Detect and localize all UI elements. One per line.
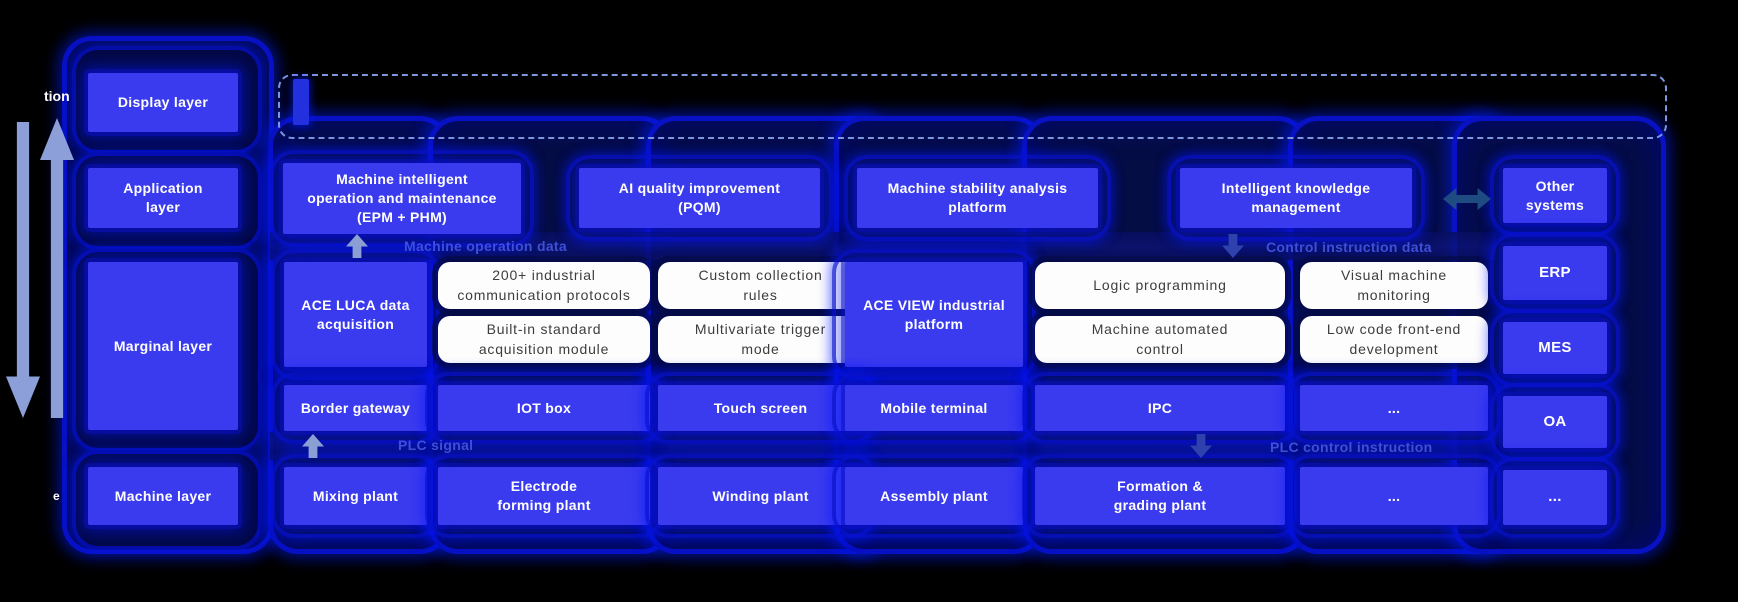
device-box-border-gateway: Border gateway (271, 372, 440, 444)
plant-box-electrode-forming: Electrode forming plant (425, 454, 663, 538)
flow-label-control-instruction-data: Control instruction data (1266, 239, 1432, 255)
downward-flow-arrow-icon (6, 122, 40, 418)
feature-box-visual-monitoring: Visual machine monitoring (1300, 262, 1488, 309)
feature-box-multivariate-trigger: Multivariate trigger mode (658, 316, 863, 363)
device-label: Mobile terminal (880, 399, 988, 416)
external-label: OA (1543, 412, 1567, 430)
feature-box-builtin-module: Built-in standard acquisition module (438, 316, 650, 363)
device-label: Border gateway (300, 399, 411, 416)
plant-box-assembly: Assembly plant (832, 454, 1036, 538)
plant-label: Assembly plant (880, 487, 988, 504)
app-box-machine-intelligent-om: Machine intelligent operation and mainte… (270, 150, 534, 247)
external-systems-title: Other systems (1525, 177, 1585, 213)
plant-label: Winding plant (712, 487, 809, 504)
external-box-ellipsis: ... (1490, 457, 1620, 538)
clipped-text-bottom: e (53, 489, 60, 503)
device-box-iot-box: IOT box (425, 372, 663, 444)
layer-label: Display layer (117, 94, 209, 111)
marginal-box-ace-luca: ACE LUCA data acquisition (271, 249, 440, 380)
layer-label: Machine layer (114, 487, 212, 504)
feature-label: 200+ industrial communication protocols (457, 266, 631, 303)
external-systems-title-box: Other systems (1490, 155, 1620, 236)
device-box-touch-screen: Touch screen (645, 372, 876, 444)
feature-label: Logic programming (1093, 276, 1227, 293)
flow-label-plc-control-instruction: PLC control instruction (1270, 439, 1433, 455)
data-flow-band-upper (270, 232, 1496, 260)
external-label: MES (1538, 338, 1572, 356)
app-box-ai-quality-improvement: AI quality improvement (PQM) (566, 155, 833, 241)
feature-box-protocols: 200+ industrial communication protocols (438, 262, 650, 309)
plant-box-ellipsis: ... (1287, 454, 1501, 538)
feature-box-logic-programming: Logic programming (1035, 262, 1285, 309)
app-box-label: AI quality improvement (PQM) (618, 180, 781, 215)
layer-label: Application layer (123, 180, 203, 215)
marginal-box-label: ACE LUCA data acquisition (301, 296, 410, 332)
feature-label: Machine automated control (1091, 320, 1229, 357)
feature-label: Visual machine monitoring (1341, 266, 1447, 303)
external-label: ... (1548, 488, 1562, 506)
plant-label: Electrode forming plant (497, 478, 591, 513)
app-box-label: Intelligent knowledge management (1221, 180, 1371, 215)
external-box-oa: OA (1490, 383, 1620, 461)
flow-label-plc-signal: PLC signal (398, 437, 474, 453)
external-label: ERP (1539, 263, 1571, 281)
device-label: Touch screen (713, 399, 808, 416)
device-box-ellipsis: ... (1287, 372, 1501, 444)
layer-box-application: Application layer (88, 168, 238, 228)
feature-label: Custom collection rules (698, 266, 823, 303)
display-connector-nub (293, 79, 309, 125)
double-arrow-icon (1443, 188, 1491, 210)
external-box-mes: MES (1490, 309, 1620, 387)
data-flow-band-lower (270, 432, 1496, 460)
feature-box-custom-rules: Custom collection rules (658, 262, 863, 309)
device-label: IOT box (516, 399, 572, 416)
layer-box-marginal: Marginal layer (88, 262, 238, 430)
device-label: IPC (1147, 399, 1173, 416)
feature-label: Built-in standard acquisition module (478, 320, 610, 357)
marginal-box-ace-view: ACE VIEW industrial platform (832, 249, 1036, 380)
plant-box-formation-grading: Formation & grading plant (1022, 454, 1298, 538)
clipped-text-top: tion (44, 88, 70, 104)
device-box-mobile-terminal: Mobile terminal (832, 372, 1036, 444)
app-box-intelligent-knowledge-mgmt: Intelligent knowledge management (1167, 155, 1425, 241)
plant-box-winding: Winding plant (645, 454, 876, 538)
plant-label: Formation & grading plant (1113, 478, 1207, 513)
external-box-erp: ERP (1490, 233, 1620, 313)
device-label: ... (1387, 399, 1401, 416)
feature-box-machine-automated-control: Machine automated control (1035, 316, 1285, 363)
display-layer-dashed-region (278, 74, 1667, 139)
feature-box-low-code: Low code front-end development (1300, 316, 1488, 363)
feature-label: Low code front-end development (1326, 320, 1462, 357)
marginal-box-label: ACE VIEW industrial platform (863, 296, 1005, 332)
layer-label: Marginal layer (113, 337, 213, 354)
feature-label: Multivariate trigger mode (694, 320, 827, 357)
layer-box-display: Display layer (88, 73, 238, 132)
app-box-label: Machine stability analysis platform (887, 180, 1068, 215)
flow-label-machine-operation-data: Machine operation data (404, 238, 567, 254)
plant-label: Mixing plant (312, 487, 399, 504)
plant-label: ... (1387, 487, 1401, 504)
app-box-label: Machine intelligent operation and mainte… (307, 171, 497, 225)
layer-box-machine: Machine layer (88, 467, 238, 525)
device-box-ipc: IPC (1022, 372, 1298, 444)
plant-box-mixing: Mixing plant (271, 454, 440, 538)
app-box-machine-stability-platform: Machine stability analysis platform (844, 155, 1111, 241)
